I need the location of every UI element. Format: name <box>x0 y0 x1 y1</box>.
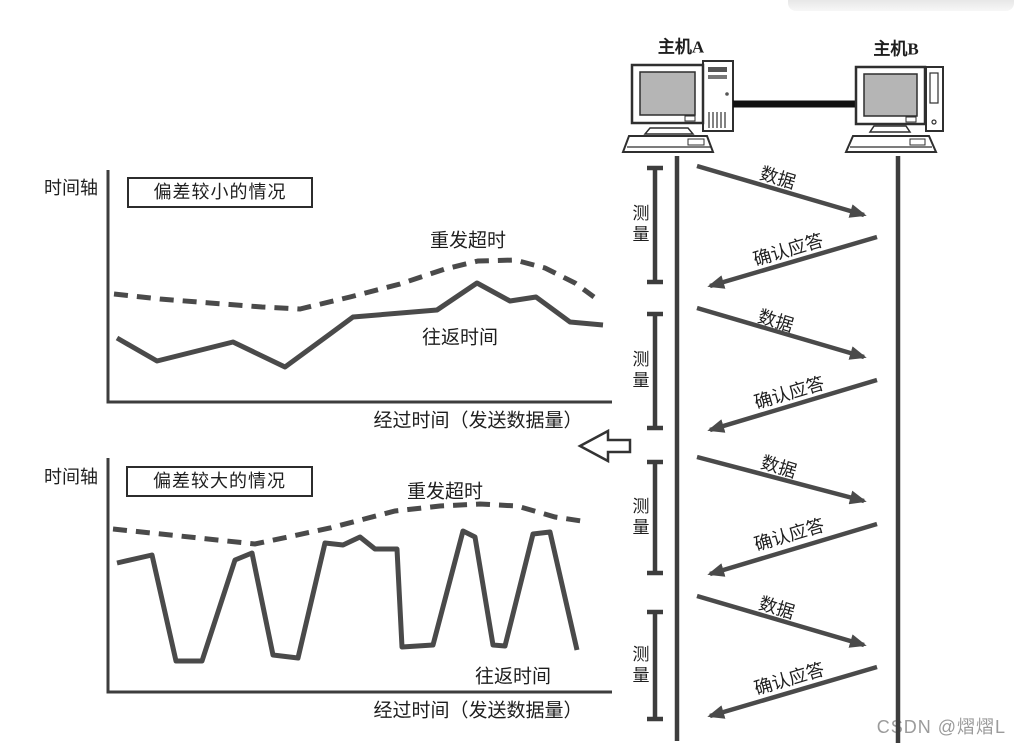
host-a-tower <box>702 60 734 132</box>
host-a-keyboard-key <box>687 138 705 146</box>
csdn-watermark: CSDN @熠熠L <box>876 717 1006 737</box>
chart2-y-axis-label: 时间轴 <box>44 467 98 487</box>
chart-small-deviation <box>106 170 612 404</box>
ack-arrow-1 <box>707 234 878 289</box>
measure-label-2: 测量 <box>629 350 649 392</box>
message-arrows <box>696 163 878 719</box>
chart1-axes <box>106 170 612 404</box>
chart2-title-box: 偏差较大的情况 <box>126 466 313 497</box>
chart2-rtt-line <box>116 528 580 664</box>
top-right-gray-band <box>788 0 1014 11</box>
chart1-x-axis-label: 经过时间（发送数据量） <box>373 410 583 432</box>
ack-arrow-3 <box>707 521 878 577</box>
host-a-tower-button <box>725 92 729 96</box>
measure-label-3: 测量 <box>629 497 649 539</box>
host-b-screen <box>863 73 918 117</box>
data-arrow-3 <box>696 454 867 505</box>
measure-brackets <box>647 165 663 722</box>
host-a-monitor-button <box>684 115 696 122</box>
data-arrow-4 <box>696 593 867 648</box>
host-a-tower-grill <box>708 112 726 128</box>
chart1-title-box: 偏差较小的情况 <box>127 177 313 208</box>
host-a-stand <box>643 127 695 135</box>
data-arrow-2 <box>696 305 867 360</box>
chart2-timeout-line <box>112 501 589 547</box>
chart1-rtt-label: 往返时间 <box>421 327 499 349</box>
measure-label-4: 测量 <box>629 645 649 687</box>
host-b-tower-button <box>931 119 937 125</box>
measure-label-1: 测量 <box>629 204 649 246</box>
host-a-computer-icon <box>621 60 734 153</box>
ack-arrow-4 <box>707 664 878 719</box>
data-arrow-1 <box>696 163 867 218</box>
chart1-rtt-line <box>115 280 604 370</box>
measure-bracket-3 <box>647 459 663 576</box>
ack-arrow-2 <box>707 377 878 433</box>
chart-large-deviation <box>106 458 612 694</box>
host-a-tower-slot2 <box>708 75 727 79</box>
host-a-screen <box>639 71 696 116</box>
host-a-tower-slot1 <box>708 67 727 72</box>
host-b-keyboard-key <box>909 138 926 146</box>
host-b-computer-icon <box>844 65 944 153</box>
chart1-timeout-line <box>113 257 596 312</box>
host-b-stand <box>868 125 912 133</box>
host-b-monitor-button <box>905 116 917 123</box>
measure-bracket-4 <box>647 609 663 722</box>
measure-bracket-1 <box>647 165 663 285</box>
host-b-tower-slot <box>929 72 939 104</box>
chart1-y-axis-label: 时间轴 <box>44 178 98 198</box>
chart2-axes <box>106 458 612 694</box>
chart2-rtt-label: 往返时间 <box>474 666 552 688</box>
chart1-timeout-label: 重发超时 <box>429 230 507 252</box>
chart2-timeout-label: 重发超时 <box>406 481 484 503</box>
left-arrow-icon <box>577 428 632 464</box>
host-a-label: 主机A <box>657 37 705 57</box>
measure-bracket-2 <box>647 311 663 431</box>
chart2-x-axis-label: 经过时间（发送数据量） <box>373 700 583 722</box>
host-b-label: 主机B <box>873 39 919 59</box>
